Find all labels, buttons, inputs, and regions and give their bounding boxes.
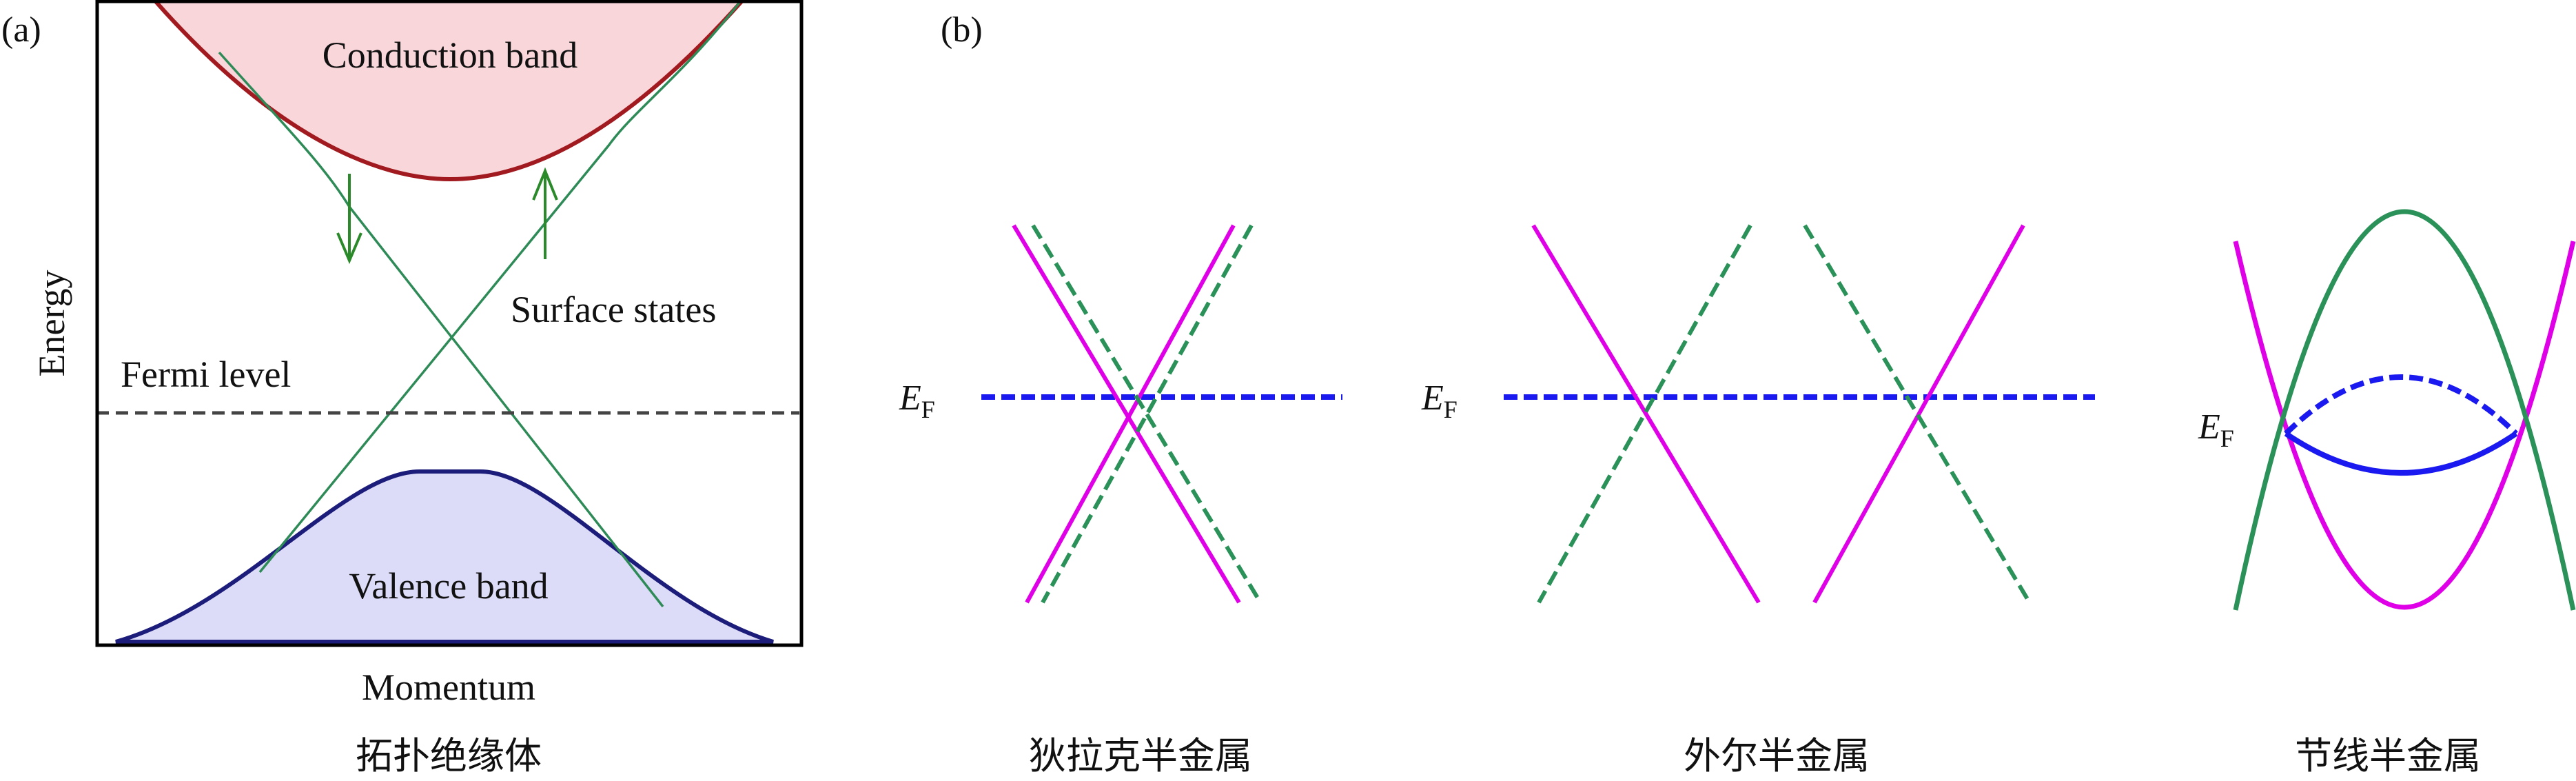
dirac-semimetal-diagram: EF: [899, 224, 1342, 604]
plot-frame: [95, 0, 804, 647]
spin-up-arrow-icon: [532, 167, 558, 259]
weyl-semimetal-caption: 外尔半金属: [1684, 734, 1870, 778]
conduction-band-label: Conduction band: [323, 34, 577, 76]
nodal-line-upper-arc: [2284, 374, 2518, 436]
panel-b-tag: (b): [941, 10, 983, 50]
conduction-band: [152, 0, 746, 182]
topological-insulator-caption: 拓扑绝缘体: [356, 734, 542, 778]
dirac-band-green-2: [1041, 224, 1254, 604]
nodal-ef-label: EF: [2198, 407, 2234, 452]
nodal-band-green: [2233, 209, 2576, 611]
weyl-band-magenta-1: [1531, 224, 1761, 604]
surface-states-label: Surface states: [511, 289, 716, 330]
nodal-line-semimetal-caption: 节线半金属: [2295, 734, 2481, 778]
valence-band: [115, 469, 774, 644]
spin-down-arrow-icon: [336, 174, 362, 265]
dirac-semimetal-caption: 狄拉克半金属: [1029, 734, 1252, 778]
energy-axis-label: Energy: [31, 270, 72, 377]
surface-state-line-1: [218, 51, 664, 608]
surface-state-line-2: [258, 0, 743, 574]
dirac-band-green-1: [1031, 224, 1263, 604]
panel-a-plot: Conduction band Valence band Surface sta…: [95, 0, 804, 647]
valence-band-label: Valence band: [349, 565, 548, 607]
weyl-band-green-1: [1537, 224, 1752, 604]
fermi-level-label: Fermi level: [121, 354, 291, 395]
nodal-line-lower-arc: [2284, 431, 2518, 476]
weyl-semimetal-diagram: EF: [1421, 224, 2095, 604]
dirac-band-magenta-2: [1025, 224, 1236, 604]
weyl-ef-label: EF: [1421, 378, 1458, 423]
dirac-ef-label: EF: [899, 378, 935, 423]
nodal-band-magenta: [2233, 241, 2576, 610]
dirac-band-magenta-1: [1012, 224, 1241, 604]
weyl-band-magenta-2: [1812, 224, 2025, 604]
nodal-line-semimetal-diagram: EF: [2198, 209, 2576, 611]
momentum-axis-label: Momentum: [362, 667, 535, 708]
panel-a-tag: (a): [1, 10, 41, 50]
weyl-band-green-2: [1803, 224, 2032, 604]
